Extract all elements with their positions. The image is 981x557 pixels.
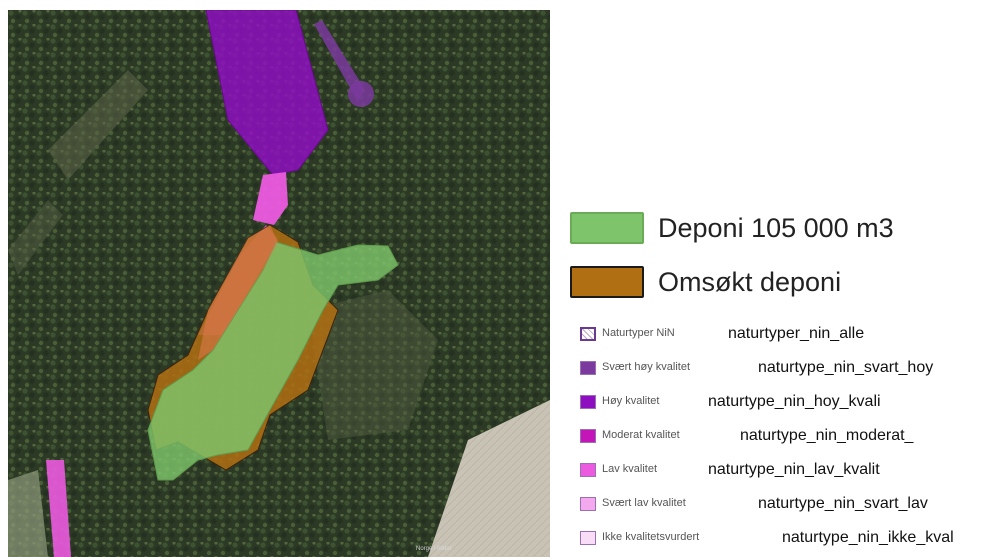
clearing-strip-2 [8, 200, 63, 275]
legend-swatch [570, 212, 644, 244]
hatched-outline-icon [580, 327, 596, 341]
low-quality-bottom-left[interactable] [46, 460, 71, 557]
legend-layer-name: naturtype_nin_moderat_ [740, 427, 914, 444]
legend-swatch [580, 531, 596, 545]
legend-layer-name: naturtype_nin_ikke_kval [782, 529, 954, 546]
legend-nin-item: Svært høy kvalitet naturtype_nin_svart_ho… [580, 357, 980, 381]
legend-nin-item: Moderat kvalitet naturtype_nin_moderat_ [580, 425, 980, 449]
legend-swatch [580, 395, 596, 409]
legend-nin-item: Svært lav kvalitet naturtype_nin_svart_la… [580, 493, 980, 517]
legend-nin-item: Høy kvalitet naturtype_nin_hoy_kvali [580, 391, 980, 415]
legend-swatch [580, 463, 596, 477]
overlap-zone [198, 225, 278, 360]
legend-swatch [580, 429, 596, 443]
clearing-area [308, 290, 438, 440]
legend-quality-label: Høy kvalitet [602, 395, 660, 407]
legend-layer-name: naturtype_nin_lav_kvalit [708, 461, 880, 478]
high-quality-nature-area[interactable] [205, 10, 329, 176]
legend-label: Deponi 105 000 m3 [658, 212, 894, 243]
deposit-area-105000[interactable] [147, 241, 399, 481]
map-view[interactable]: Norge i bilder [8, 10, 550, 557]
legend-swatch [580, 361, 596, 375]
low-quality-nature-area[interactable] [253, 172, 288, 225]
legend-quality-label: Svært høy kvalitet [602, 361, 691, 373]
legend-nin-item: Lav kvalitet naturtype_nin_lav_kvalit [580, 459, 980, 483]
legend-swatch [580, 497, 596, 511]
legend-main-item: Deponi 105 000 m3 [570, 212, 894, 244]
map-attribution: Norge i bilder [416, 546, 452, 552]
legend-layer-name: naturtype_nin_svart_lav [758, 495, 928, 512]
legend-quality-label: Ikke kvalitetsvurdert [602, 531, 700, 543]
legend-layer-name: naturtyper_nin_alle [728, 325, 865, 342]
legend-quality-label: Naturtyper NiN [602, 327, 675, 339]
legend-swatch [570, 266, 644, 298]
legend-main-item: Omsøkt deponi [570, 266, 841, 298]
very-high-quality-stripe[interactable] [314, 20, 364, 102]
legend-layer-name: naturtype_nin_hoy_kvali [708, 393, 881, 410]
agricultural-field [428, 400, 550, 557]
legend-quality-label: Lav kvalitet [602, 463, 658, 475]
clearing-strip [48, 70, 148, 180]
legend-quality-label: Moderat kvalitet [602, 429, 680, 441]
legend-nin-item: Ikke kvalitetsvurdert naturtype_nin_ikke_… [580, 527, 980, 551]
field-bottom-left [8, 470, 48, 557]
legend-quality-label: Svært lav kvalitet [602, 497, 686, 509]
legend-label: Omsøkt deponi [658, 266, 842, 297]
legend-nin-item: Naturtyper NiN naturtyper_nin_alle [580, 323, 980, 347]
legend-layer-name: naturtype_nin_svart_hoy [758, 359, 934, 376]
very-high-quality-spot[interactable] [348, 81, 374, 107]
